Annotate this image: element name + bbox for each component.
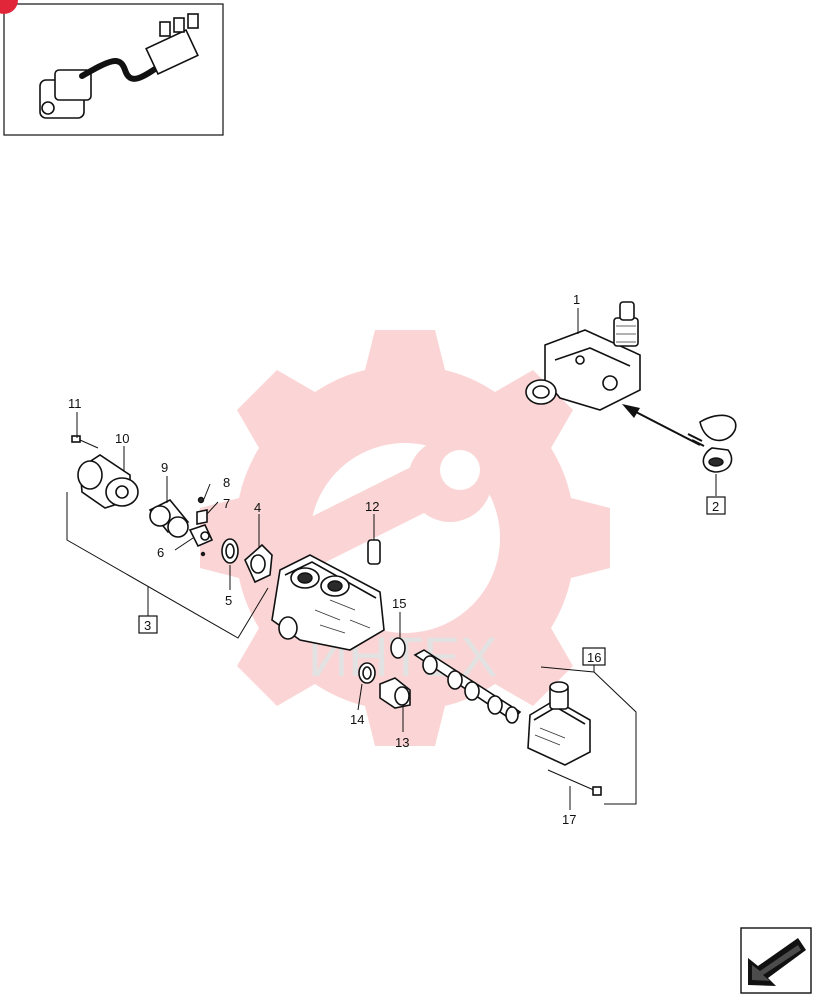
callout-4: 4 [254, 500, 261, 515]
solenoid-housing-part [77, 454, 139, 509]
lubricant-drop-icon [699, 414, 737, 473]
valve-body-part [271, 554, 385, 651]
callout-labels: 1 2 3 4 5 6 7 8 9 10 11 12 13 14 15 16 1… [68, 292, 726, 827]
small-valve-parts [188, 496, 214, 557]
callout-16: 16 [587, 650, 601, 665]
sleeve-part [148, 498, 190, 538]
leader-lines [66, 308, 717, 810]
callout-9: 9 [161, 460, 168, 475]
callout-6: 6 [157, 545, 164, 560]
callout-12: 12 [365, 499, 379, 514]
callout-1: 1 [573, 292, 580, 307]
valve-assembly-part [525, 301, 641, 411]
callout-5: 5 [225, 593, 232, 608]
screw-part [71, 435, 99, 449]
watermark-logo: ИНТЕХ [200, 330, 610, 746]
callout-3-box [138, 615, 158, 634]
seal-and-flange-parts [221, 538, 273, 584]
callout-15: 15 [392, 596, 406, 611]
callout-11: 11 [68, 396, 82, 411]
callout-17: 17 [562, 812, 576, 827]
end-cap-part [527, 681, 591, 766]
bolt-part [547, 769, 602, 796]
callout-13: 13 [395, 735, 409, 750]
callout-10: 10 [115, 431, 129, 446]
pin-part [367, 539, 381, 565]
o-ring-part [390, 637, 406, 659]
callout-2: 2 [712, 499, 719, 514]
callout-16-box [582, 647, 606, 666]
callout-2-box [706, 496, 726, 515]
corner-badge-icon [0, 0, 18, 14]
callout-7: 7 [223, 496, 230, 511]
next-page-arrow-icon[interactable] [740, 927, 812, 994]
plug-part [379, 677, 411, 709]
washer-part [358, 662, 376, 684]
callout-14: 14 [350, 712, 364, 727]
callout-8: 8 [223, 475, 230, 490]
direction-arrow [622, 404, 705, 447]
callout-3: 3 [144, 618, 151, 633]
pump-hose-valve-thumbnail-icon [3, 3, 224, 136]
spool-part [413, 649, 522, 724]
